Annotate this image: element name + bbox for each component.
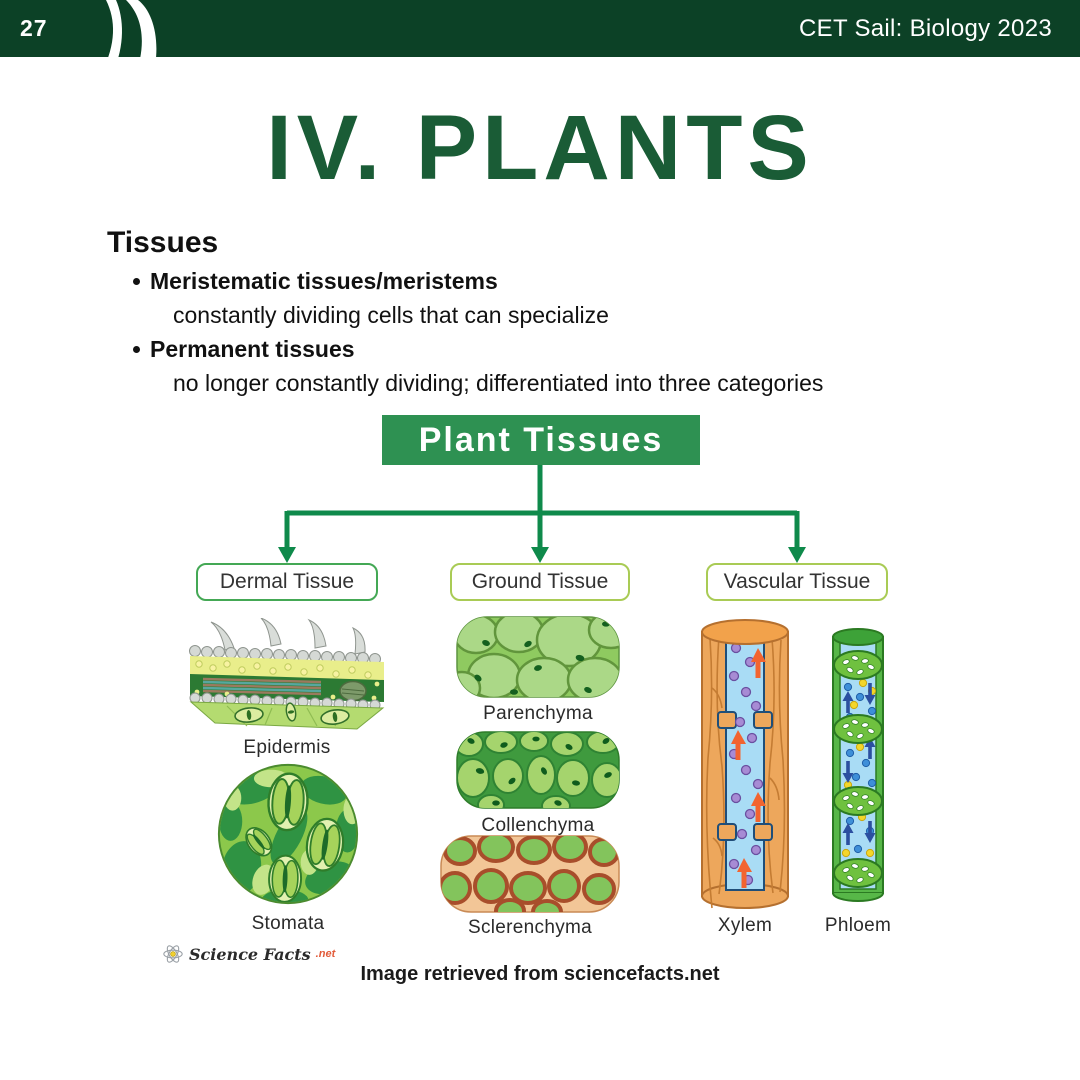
parenchyma-illustration xyxy=(456,616,620,698)
stomata-illustration xyxy=(215,761,361,907)
label-parenchyma: Parenchyma xyxy=(483,703,593,724)
label-collenchyma: Collenchyma xyxy=(481,815,595,836)
label-xylem: Xylem xyxy=(717,915,773,936)
page-title: IV. PLANTS xyxy=(266,97,814,199)
bullet-item-permanent: Permanent tissues no longer constantly d… xyxy=(133,336,973,397)
epidermis-illustration xyxy=(187,618,387,730)
label-epidermis: Epidermis xyxy=(243,737,331,758)
header-bar: 27 CET Sail: Biology 2023 xyxy=(0,0,1080,80)
sciencefacts-logo: Science Facts .net xyxy=(162,943,335,965)
sciencefacts-logo-text: Science Facts xyxy=(189,944,311,964)
bullet-term: Permanent tissues xyxy=(150,336,355,362)
bullet-item-meristematic: Meristematic tissues/meristems constantl… xyxy=(133,268,973,329)
phloem-illustration xyxy=(830,625,886,905)
course-title: CET Sail: Biology 2023 xyxy=(799,14,1052,42)
label-stomata: Stomata xyxy=(251,913,325,934)
branch-box-dermal-tissue: Dermal Tissue xyxy=(196,563,378,601)
plant-tissues-diagram: Plant Tissues Dermal Tissue Ground Tissu… xyxy=(150,413,930,973)
branch-box-ground-tissue: Ground Tissue xyxy=(450,563,630,601)
xylem-illustration xyxy=(700,618,790,910)
branch-box-vascular-tissue: Vascular Tissue xyxy=(706,563,888,601)
sciencefacts-logo-suffix: .net xyxy=(315,948,336,960)
collenchyma-illustration xyxy=(456,731,620,809)
bullet-term: Meristematic tissues/meristems xyxy=(150,268,498,294)
page-number: 27 xyxy=(20,15,48,41)
diagram-title-banner: Plant Tissues xyxy=(382,415,700,465)
bullet-description: no longer constantly dividing; different… xyxy=(173,370,824,396)
sail-logo-icon xyxy=(102,0,157,80)
label-sclerenchyma: Sclerenchyma xyxy=(468,917,592,938)
diagram-connector-lines xyxy=(278,465,806,563)
bullet-dot xyxy=(133,278,140,285)
bullet-dot xyxy=(133,346,140,353)
section-heading: Tissues xyxy=(107,226,219,259)
bullet-description: constantly dividing cells that can speci… xyxy=(173,302,609,328)
sclerenchyma-illustration xyxy=(440,835,620,913)
label-phloem: Phloem xyxy=(824,915,892,936)
bullet-list: Meristematic tissues/meristems constantl… xyxy=(133,268,973,404)
image-source-caption: Image retrieved from sciencefacts.net xyxy=(360,963,720,985)
atom-icon xyxy=(163,945,183,963)
